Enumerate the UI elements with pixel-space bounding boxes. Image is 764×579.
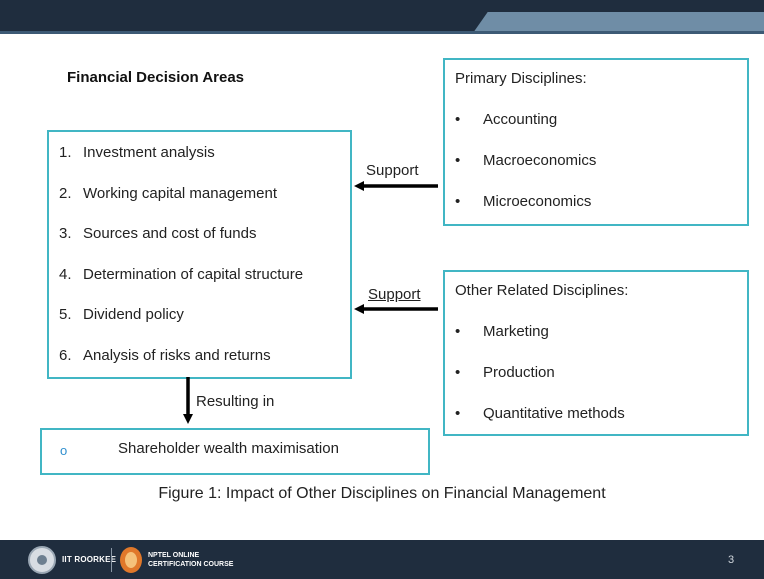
bullet-icon: •	[455, 323, 461, 340]
bullet-icon: •	[455, 405, 461, 422]
decision-areas-box: 1. Investment analysis 2. Working capital …	[47, 130, 352, 379]
item-label: Quantitative methods	[483, 405, 625, 422]
item-label: Macroeconomics	[483, 152, 597, 169]
course-line-1: NPTEL ONLINE	[148, 552, 200, 559]
primary-disciplines-box: Primary Disciplines: • Accounting • Macroe…	[443, 58, 749, 226]
item-label: Marketing	[483, 323, 549, 340]
item-label: Determination of capital structure	[83, 265, 304, 283]
item-label: Microeconomics	[483, 193, 592, 210]
other-disciplines-list: • Marketing • Production • Quantitative met…	[455, 321, 625, 444]
list-item: • Production	[455, 362, 625, 403]
decision-area-item: 6. Analysis of risks and returns	[59, 345, 303, 386]
list-item: • Macroeconomics	[455, 150, 596, 191]
item-label: Dividend policy	[83, 306, 184, 324]
list-item: • Quantitative methods	[455, 403, 625, 444]
bullet-icon: •	[455, 193, 461, 210]
support-label-bottom: Support	[368, 286, 421, 303]
bullet-icon: •	[455, 152, 461, 169]
decision-area-item: 2. Working capital management	[59, 183, 303, 224]
list-item: • Microeconomics	[455, 191, 596, 232]
decision-areas-heading: Financial Decision Areas	[67, 69, 245, 86]
item-number: 5.	[59, 306, 72, 324]
item-label: Accounting	[483, 111, 558, 128]
bullet-icon: •	[455, 111, 461, 128]
footer-org-label: IIT ROORKEE	[62, 555, 117, 564]
figure-caption: Figure 1: Impact of Other Disciplines on…	[158, 485, 606, 502]
footer-bar: IIT ROORKEE NPTEL ONLINE CERTIFICATION C…	[0, 540, 764, 579]
footer-divider	[111, 548, 112, 572]
primary-disciplines-list: • Accounting • Macroeconomics • Microeconom…	[455, 109, 596, 232]
decision-area-item: 4. Determination of capital structure	[59, 264, 303, 305]
result-box: o Shareholder wealth maximisation	[40, 428, 430, 475]
banner-line	[0, 31, 764, 34]
item-number: 4.	[59, 265, 72, 283]
bullet-icon: •	[455, 364, 461, 381]
item-label: Production	[483, 364, 555, 381]
decision-area-item: 1. Investment analysis	[59, 142, 303, 183]
decision-area-item: 3. Sources and cost of funds	[59, 223, 303, 264]
item-number: 1.	[59, 144, 72, 161]
primary-disciplines-title: Primary Disciplines:	[455, 70, 587, 87]
other-disciplines-title: Other Related Disciplines:	[455, 282, 629, 299]
footer-course-label: NPTEL ONLINE CERTIFICATION COURSE	[148, 551, 233, 569]
item-label: Analysis of risks and returns	[83, 346, 271, 364]
item-number: 2.	[59, 184, 72, 202]
iit-roorkee-logo-icon	[28, 546, 56, 574]
top-banner	[0, 0, 764, 34]
page-number: 3	[728, 554, 735, 566]
item-label: Investment analysis	[83, 144, 215, 161]
course-line-2: CERTIFICATION COURSE	[148, 561, 234, 568]
decision-area-item: 5. Dividend policy	[59, 304, 303, 345]
other-disciplines-box: Other Related Disciplines: • Marketing • P…	[443, 270, 749, 436]
support-label-top: Support	[366, 162, 419, 179]
nptel-logo-icon	[120, 547, 142, 573]
item-number: 3.	[59, 225, 72, 243]
item-label: Working capital management	[83, 184, 277, 202]
list-item: • Accounting	[455, 109, 596, 150]
list-item: • Marketing	[455, 321, 625, 362]
resulting-in-label: Resulting in	[196, 393, 275, 410]
item-number: 6.	[59, 346, 72, 364]
result-text: Shareholder wealth maximisation	[118, 440, 339, 457]
item-label: Sources and cost of funds	[83, 225, 257, 243]
result-bullet-icon: o	[60, 443, 68, 458]
decision-areas-list: 1. Investment analysis 2. Working capital …	[59, 142, 303, 386]
